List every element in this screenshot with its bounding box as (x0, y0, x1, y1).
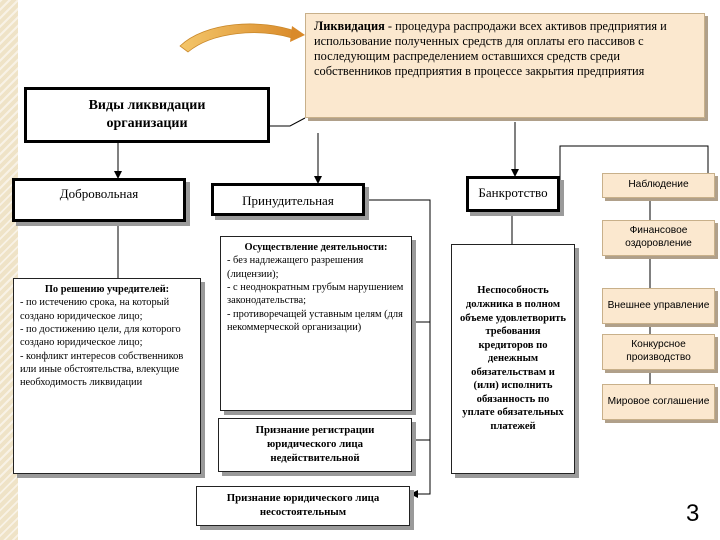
procedure-settlement: Мировое соглашение (602, 384, 715, 420)
voluntary-details: По решению учредителей: - по истечению с… (13, 278, 201, 474)
definition-text: - процедура распродажи всех активов пред… (314, 19, 667, 79)
voluntary-box: Добровольная (12, 178, 186, 222)
forced-item: - с неоднократным грубым нарушением зако… (227, 281, 404, 307)
root-label: Виды ликвидации организации (88, 98, 206, 131)
voluntary-item: - по достижению цели, для которого созда… (20, 323, 181, 349)
forced-label: Принудительная (242, 193, 334, 208)
voluntary-details-head: По решению учредителей: (44, 284, 170, 295)
voluntary-label: Добровольная (59, 186, 139, 201)
forced-registration-text: Признание регистрации юридического лица … (255, 424, 375, 464)
forced-registration-box: Признание регистрации юридического лица … (218, 418, 412, 472)
voluntary-item: - конфликт интересов собственников или и… (20, 350, 184, 389)
page-number: 3 (686, 500, 700, 527)
insolvency-text: Признание юридического лица несостоятель… (226, 492, 380, 518)
procedure-observation: Наблюдение (602, 173, 715, 198)
curved-arrow-icon (179, 23, 299, 53)
forced-box: Принудительная (211, 183, 365, 216)
forced-details: Осуществление деятельности: - без надлеж… (220, 236, 412, 411)
liquidation-definition: Ликвидация - процедура распродажи всех а… (305, 13, 705, 118)
voluntary-item: - по истечению срока, на который создано… (20, 297, 170, 322)
forced-item: - противоречащей уставным целям (для нек… (227, 308, 403, 333)
forced-details-head: Осуществление деятельности: (244, 242, 388, 253)
procedure-label: Финансовое оздоровление (625, 225, 692, 249)
procedure-label: Конкурсное производство (626, 339, 691, 363)
definition-term: Ликвидация (314, 19, 385, 33)
procedure-label: Мировое соглашение (607, 395, 710, 407)
procedure-recovery: Финансовое оздоровление (602, 220, 715, 256)
procedure-label: Внешнее управление (607, 299, 710, 311)
root-box: Виды ликвидации организации (24, 87, 270, 143)
procedure-competitive: Конкурсное производство (602, 334, 715, 370)
procedure-label: Наблюдение (628, 179, 689, 191)
bankruptcy-label: Банкротство (478, 185, 548, 200)
bankruptcy-details-text: Неспособность должника в полном объеме у… (460, 285, 566, 432)
bankruptcy-box: Банкротство (466, 176, 560, 212)
insolvency-box: Признание юридического лица несостоятель… (196, 486, 410, 526)
forced-item: - без надлежащего разрешения (лицензии); (227, 255, 364, 280)
procedure-external-management: Внешнее управление (602, 288, 715, 324)
bankruptcy-details: Неспособность должника в полном объеме у… (451, 244, 575, 474)
